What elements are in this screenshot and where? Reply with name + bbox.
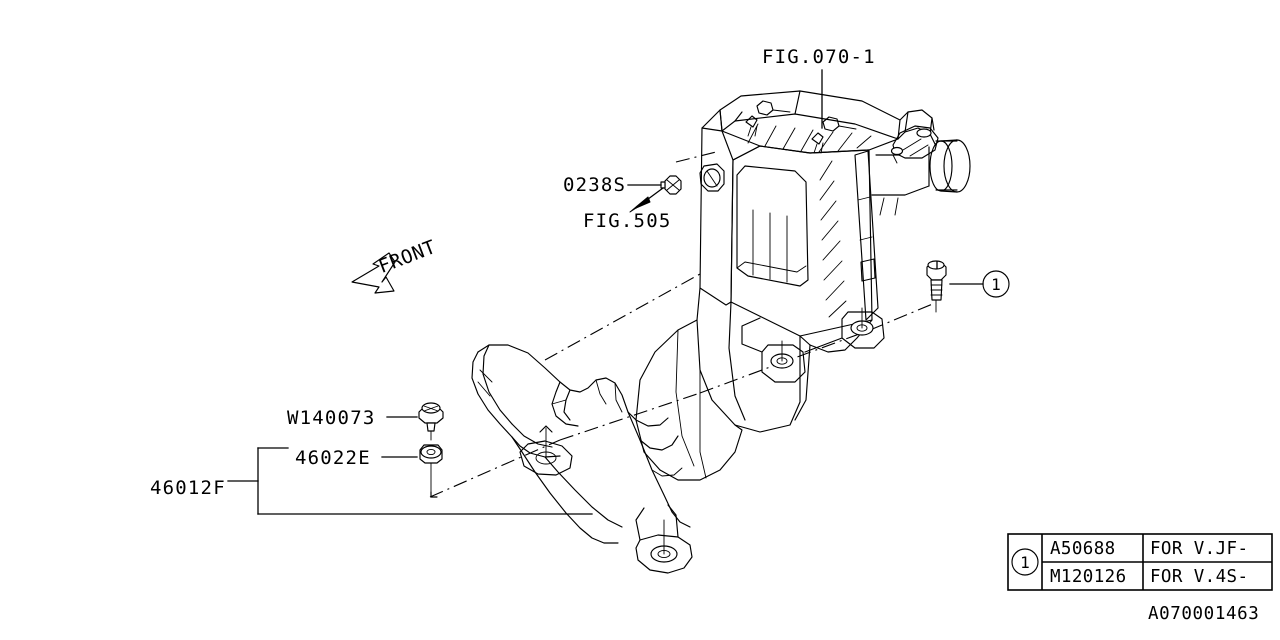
case-mounting-boss-left [761,340,806,383]
ref-marker-1-bolt: 1 [991,275,1001,294]
ref-marker-1-legend: 1 [1020,553,1030,572]
part-w140073-grommet [418,402,444,441]
leader-lines [227,69,984,515]
callout-46022e: 46022E [295,447,371,469]
air-intake-duct [471,344,693,574]
front-arrow-icon [351,252,396,294]
part-0238s-clip [660,175,682,195]
legend-row-0-applicability: FOR V.JF- [1150,539,1249,559]
case-lid-clip-right [811,116,857,154]
air-cleaner-outlet-duct [871,109,971,216]
case-side-fitting [699,163,725,192]
legend-row-1-part-number: M120126 [1050,567,1127,587]
case-mounting-boss-right [841,307,885,349]
callout-46012f: 46012F [150,477,226,499]
diagram-number: A070001463 [1148,604,1260,624]
callout-fig-505: FIG.505 [583,210,672,232]
ref-marker-circle-bolt [982,270,1010,298]
legend-row-0-part-number: A50688 [1050,539,1116,559]
duct-mounting-tab [519,425,573,476]
callout-fig-070-1: FIG.070-1 [762,46,876,68]
legend-row-1-applicability: FOR V.4S- [1150,567,1249,587]
case-lid-clip-left [745,100,791,137]
air-cleaner-case [635,90,901,481]
part-46022e-washer [419,444,443,498]
callout-0238s: 0238S [563,174,627,196]
callout-w140073: W140073 [287,407,376,429]
legend-table-grid [1007,533,1273,591]
arrow-fig-505 [629,187,664,213]
part-mounting-bolt [926,260,947,313]
duct-mounting-foot [635,504,693,574]
